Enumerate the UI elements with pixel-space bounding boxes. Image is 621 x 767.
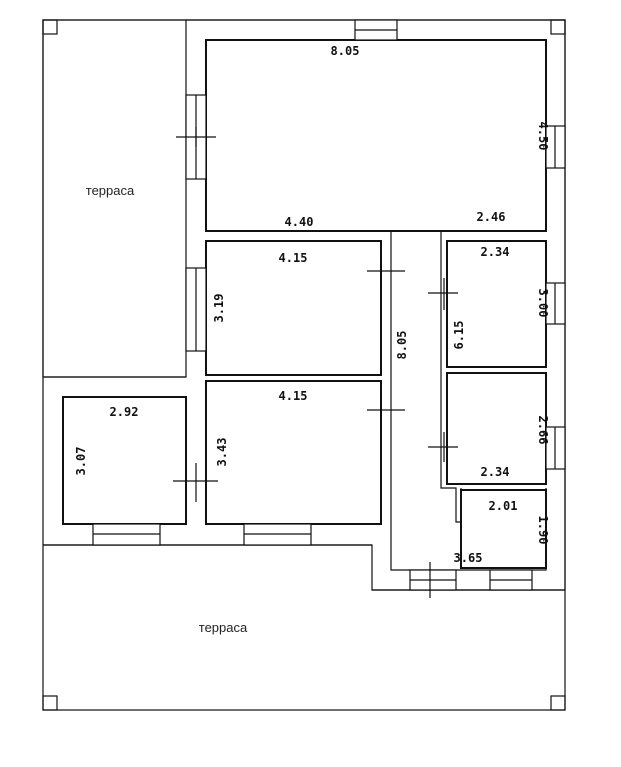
corner-mark-tr: [550, 19, 566, 35]
dim-main-bottom-right: 2.46: [477, 210, 506, 224]
dim-bath-side: 1.90: [536, 516, 550, 545]
corner-mark-tl: [42, 19, 58, 35]
terrace-label-top-left: терраса: [86, 183, 135, 198]
corridor-wall: [390, 231, 547, 571]
dim-room-mid-top: 4.15: [279, 251, 308, 265]
dim-right-room2-bottom: 2.34: [481, 465, 510, 479]
corner-mark-bl: [42, 695, 58, 711]
dim-room-mid-side: 3.19: [212, 294, 226, 323]
dim-small-room-side: 3.07: [74, 447, 88, 476]
dim-right-room2-side: 2.66: [536, 416, 550, 445]
dim-right-room1-side: 3.00: [536, 289, 550, 318]
door-middle: [367, 255, 405, 290]
room-main: [205, 39, 547, 232]
dim-room-lower-side: 3.43: [215, 438, 229, 467]
door-right-lower: [428, 432, 458, 462]
dim-right-room1-top: 2.34: [481, 245, 510, 259]
door-lower: [367, 395, 405, 430]
right-block-wall: [440, 231, 462, 523]
door-right-upper: [428, 278, 458, 310]
dim-small-room-top: 2.92: [110, 405, 139, 419]
dim-bath-top: 2.01: [489, 499, 518, 513]
dim-bottom-corridor: 3.65: [454, 551, 483, 565]
outer-boundary: [42, 19, 566, 711]
dim-room-lower-top: 4.15: [279, 389, 308, 403]
room-bathroom: [460, 489, 547, 569]
dim-main-top: 8.05: [331, 44, 360, 58]
door-main: [176, 127, 216, 147]
house-outer-wall: [43, 19, 566, 591]
dim-main-bottom-left: 4.40: [285, 215, 314, 229]
corner-mark-br: [550, 695, 566, 711]
dim-corridor: 8.05: [395, 331, 409, 360]
dim-right-corridor: 6.15: [452, 321, 466, 350]
terrace-label-bottom: терраса: [199, 620, 248, 635]
terrace-top-left-area: [42, 19, 187, 378]
dim-main-right: 4.50: [536, 122, 550, 151]
door-small: [173, 463, 218, 502]
